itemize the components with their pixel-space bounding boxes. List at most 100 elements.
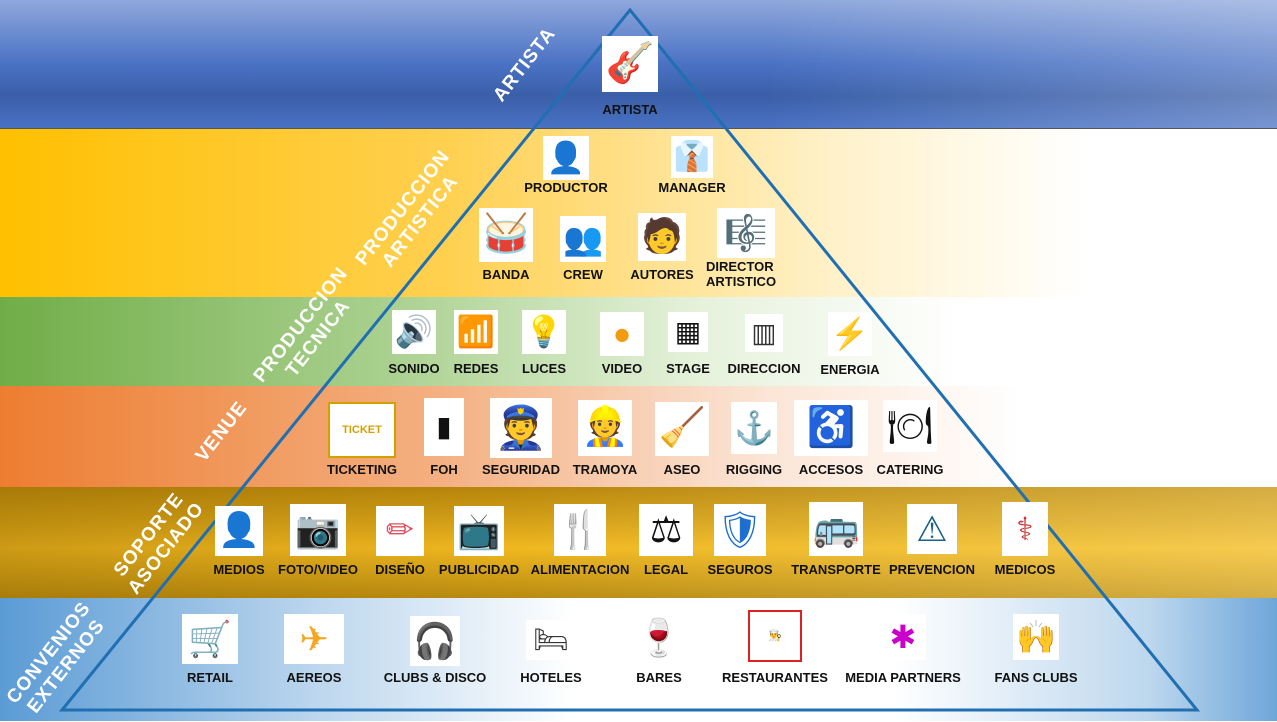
item-label: ALIMENTACION [530,562,630,577]
item-label: HOTELES [520,670,582,685]
tv-ad-icon: 📺 [454,506,504,556]
item-artista: 🎸 ARTISTA [570,36,690,117]
item-productor: 👤PRODUCTOR [506,136,626,195]
item-label: CATERING [876,462,944,477]
item-label: ASEO [663,462,701,477]
person-icon: 👤 [543,136,589,180]
item-medicos: ⚕ MEDICOS [965,502,1085,577]
item-label: PRODUCTOR [524,180,608,195]
item-label: MEDIOS [213,562,265,577]
item-aereos: ✈ AEREOS [254,614,374,685]
item-label: ARTISTA [602,102,658,117]
item-label: ACCESOS [798,462,864,477]
item-label: PREVENCION [889,562,975,577]
item-director-artistico: 🎼DIRECTOR ARTISTICO [686,208,806,289]
item-stage: ▦ STAGE [628,312,748,376]
wheelchair-icon: ♿ [794,400,868,456]
item-restaurantes: 👨‍🍳 RESTAURANTES [715,610,835,685]
doctor-icon: ⚕ [1002,502,1048,556]
item-medios: 👤 MEDIOS [179,506,299,577]
item-luces: 💡 LUCES [484,310,604,376]
video-camera-icon: ● [600,312,644,356]
item-label: SEGUROS [707,562,773,577]
shield-icon: 🛡 [714,504,766,556]
item-aseo: 🧹 ASEO [622,402,742,477]
conductor-icon: 🎼 [717,208,775,258]
item-seguridad: 👮SEGURIDAD [461,398,581,477]
waiter-icon: 🍽 [883,400,937,452]
item-label: MANAGER [658,180,726,195]
item-label: MEDICOS [994,562,1056,577]
item-label: FOH [430,462,458,477]
worker-icon: 👷 [578,400,632,456]
item-label: BANDA [482,267,530,282]
chef-icon: 👨‍🍳 [748,610,802,662]
item-label: CREW [563,267,603,282]
author-icon: 🧑 [638,213,686,261]
band-venue [0,386,1277,487]
item-label: LEGAL [643,562,689,577]
item-label: BARES [636,670,682,685]
item-label: DIRECTOR ARTISTICO [706,259,777,289]
item-label: CLUBS & DISCO [383,670,487,685]
item-autores: 🧑AUTORES [602,213,722,282]
cleaning-icon: 🧹 [655,402,709,456]
item-label: SONIDO [388,361,440,376]
item-banda: 🥁BANDA [446,208,566,282]
manager-icon: 👔 [671,136,713,178]
item-label: DIRECCION [727,361,801,376]
item-label: FOTO/VIDEO [278,562,358,577]
airplane-icon: ✈ [284,614,344,664]
item-sonido: 🔊 SONIDO [354,310,474,376]
item-label: ENERGIA [820,362,880,377]
item-label: LUCES [521,361,567,376]
guitarist-icon: 🎸 [602,36,658,92]
item-label: DISEÑO [375,562,425,577]
item-bares: 🍷 BARES [599,612,719,685]
item-label: AEREOS [286,670,342,685]
item-energia: ⚡ENERGIA [790,312,910,377]
stage-icon: ▦ [668,312,708,352]
security-guard-icon: 👮 [490,398,552,458]
item-retail: 🛒 RETAIL [150,614,270,685]
item-label: TRAMOYA [572,462,638,477]
item-label: PUBLICIDAD [438,562,520,577]
item-redes: 📶REDES [416,310,536,376]
item-hoteles: 🛏 HOTELES [491,620,611,685]
item-crew: 👥 CREW [523,216,643,282]
item-label: RIGGING [725,462,783,477]
item-label: RETAIL [187,670,233,685]
item-diseño: ✏ DISEÑO [340,506,460,577]
spotlight-icon: 💡 [522,310,566,354]
item-label: TRANSPORTE [791,562,881,577]
ticket-icon: TICKET [328,402,396,458]
item-label: STAGE [666,361,710,376]
bed-icon: 🛏 [526,620,576,660]
wine-glass-icon: 🍷 [632,612,686,664]
item-label: VIDEO [601,361,643,376]
users-icon: 👥 [560,216,606,262]
headphones-icon: 🎧 [410,616,460,666]
hacker-icon: 👤 [215,506,263,556]
item-accesos: ♿ ACCESOS [771,400,891,477]
item-label: MEDIA PARTNERS [845,670,961,685]
item-alimentacion: 🍴ALIMENTACION [520,504,640,577]
pencil-icon: ✏ [376,506,424,556]
line-array-icon: ▮ [424,398,464,456]
item-foto-video: 📷 FOTO/VIDEO [258,504,378,577]
camera-icon: 📷 [290,504,346,556]
item-prevencion: ⚠PREVENCION [872,504,992,577]
item-label: FANS CLUBS [994,670,1078,685]
item-legal: ⚖ LEGAL [606,504,726,577]
item-fans-clubs: 🙌FANS CLUBS [976,614,1096,685]
justice-icon: ⚖ [639,504,693,556]
speaker-icon: 🔊 [392,310,436,354]
item-label: RESTAURANTES [722,670,828,685]
item-label: REDES [453,361,499,376]
shopping-cart-icon: 🛒 [182,614,238,664]
item-video: ● VIDEO [562,312,682,376]
item-media-partners: ✱MEDIA PARTNERS [843,614,963,685]
bus-icon: 🚌 [809,502,863,556]
